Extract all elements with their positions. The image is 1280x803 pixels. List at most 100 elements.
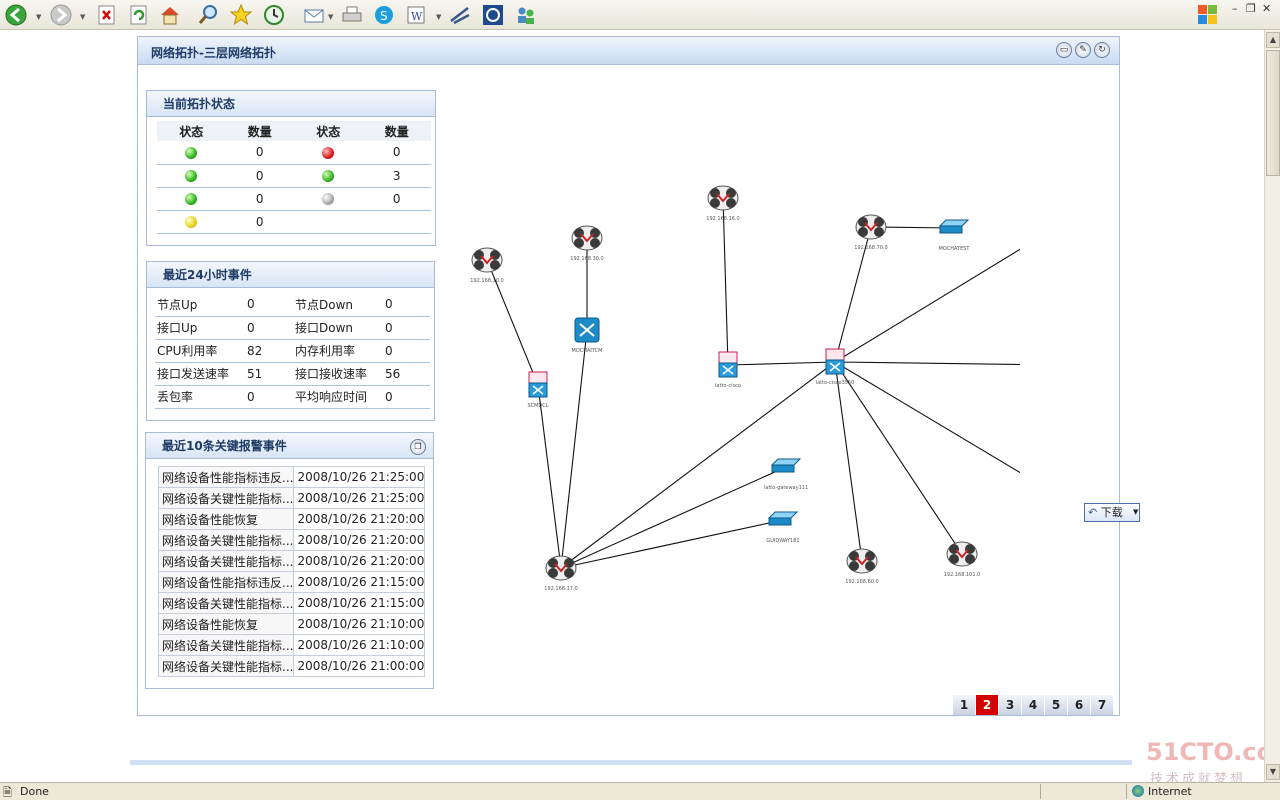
alarm-name[interactable]: 网络设备性能指标违反...	[157, 466, 295, 488]
topology-node-cloud[interactable]: 192.168.16.0	[706, 185, 740, 222]
forward-dropdown-icon[interactable]: ▼	[80, 13, 86, 21]
alarm-row[interactable]: 网络设备性能指标违反...2008/10/26 21:15:00	[157, 571, 426, 593]
status-cell	[157, 210, 226, 234]
page-icon: 🗎	[3, 786, 12, 799]
close-icon[interactable]: ✕	[1262, 2, 1272, 15]
maximize-icon[interactable]: ❐	[410, 439, 426, 455]
mail-dropdown-icon[interactable]: ▼	[328, 13, 334, 21]
edit-dropdown-icon[interactable]: ▼	[436, 13, 442, 21]
scrollbar-thumb[interactable]	[1266, 50, 1280, 176]
topology-node-l3switch[interactable]: SCMDCL	[527, 371, 549, 409]
page-6-button[interactable]: 6	[1067, 695, 1090, 715]
print-button[interactable]	[340, 3, 364, 27]
node-label: latto-cisco	[715, 383, 741, 389]
users-icon	[518, 7, 534, 24]
svg-text:W: W	[411, 10, 423, 23]
back-button[interactable]	[4, 3, 28, 27]
scroll-up-icon[interactable]: ▲	[1266, 32, 1280, 48]
topology-node-cloud[interactable]: 192.168.70.0	[854, 214, 888, 251]
count-cell: 0	[225, 164, 294, 188]
event-label: 节点Up	[155, 293, 245, 317]
topology-link	[722, 197, 729, 366]
users-button[interactable]	[514, 3, 538, 27]
count-cell: 0	[225, 141, 294, 165]
refresh-icon	[130, 5, 147, 25]
switch-icon	[938, 219, 970, 234]
stop-button[interactable]	[95, 3, 119, 27]
alarm-name[interactable]: 网络设备性能恢复	[157, 508, 295, 530]
skype-icon: S	[375, 6, 393, 24]
topology-node-switch[interactable]: GUIDWAY181	[766, 511, 800, 544]
event-value: 0	[245, 385, 293, 409]
topology-link	[560, 519, 784, 569]
topology-node-l3switch[interactable]: latto-cisco	[715, 351, 741, 389]
window-icon[interactable]: ▭	[1056, 42, 1072, 58]
status-text: Done	[20, 785, 49, 798]
status-gray-dot-icon	[322, 193, 335, 205]
topology-node-switch[interactable]: latto-gateway111	[764, 458, 808, 491]
topology-link	[834, 361, 863, 562]
research-button[interactable]	[481, 3, 505, 27]
research-icon	[483, 5, 503, 25]
topology-node-cloud[interactable]: 192.168.30.0	[570, 225, 604, 262]
node-label: 192.168.16.0	[706, 216, 739, 222]
back-dropdown-icon[interactable]: ▼	[36, 13, 42, 21]
status-header: 状态	[157, 121, 226, 141]
scroll-down-icon[interactable]: ▼	[1266, 764, 1280, 780]
edit-button[interactable]: W	[405, 3, 429, 27]
alarm-row[interactable]: 网络设备关键性能指标...2008/10/26 21:10:00	[157, 634, 426, 656]
search-icon	[198, 5, 217, 24]
search-button[interactable]	[196, 3, 220, 27]
status-red-dot-icon	[322, 146, 335, 159]
home-button[interactable]	[158, 3, 182, 27]
messenger-button[interactable]	[448, 3, 472, 27]
alarm-row[interactable]: 网络设备性能指标违反...2008/10/26 21:25:00	[157, 466, 426, 488]
page-5-button[interactable]: 5	[1044, 695, 1067, 715]
topology-node-cloud[interactable]: 192.168.60.0	[845, 548, 879, 585]
alarm-name[interactable]: 网络设备关键性能指标...	[157, 655, 295, 677]
minimize-icon[interactable]: –	[1232, 2, 1238, 15]
alarm-name[interactable]: 网络设备性能指标违反...	[157, 571, 295, 593]
topology-node-cloud[interactable]: 192.168.101.0	[944, 541, 981, 578]
alarm-name[interactable]: 网络设备关键性能指标...	[157, 529, 295, 551]
home-icon	[161, 7, 179, 25]
page-1-button[interactable]: 1	[952, 695, 975, 715]
topology-node-switch[interactable]: MOCHATEST	[938, 219, 971, 252]
forward-button[interactable]	[49, 3, 73, 27]
topology-node-l3switch[interactable]: latto-cisco3550	[816, 348, 855, 386]
settings-icon[interactable]: ✎	[1075, 42, 1091, 58]
alarm-name[interactable]: 网络设备关键性能指标...	[157, 634, 295, 656]
alarm-name[interactable]: 网络设备关键性能指标...	[157, 592, 295, 614]
history-button[interactable]	[262, 3, 286, 27]
topology-link	[560, 466, 787, 569]
refresh-button[interactable]	[127, 3, 151, 27]
page-3-button[interactable]: 3	[998, 695, 1021, 715]
alarm-name[interactable]: 网络设备关键性能指标...	[157, 487, 295, 509]
alarm-row[interactable]: 网络设备关键性能指标...2008/10/26 21:20:00	[157, 529, 426, 551]
refresh-icon[interactable]: ↻	[1094, 42, 1110, 58]
skype-button[interactable]: S	[372, 3, 396, 27]
count-cell: 0	[362, 141, 431, 165]
topology-node-cloud[interactable]: 192.168.10.0	[470, 247, 504, 284]
download-button[interactable]: ↶ 下载 ▼	[1084, 503, 1140, 522]
restore-icon[interactable]: ❐	[1246, 2, 1256, 15]
topology-node-cloud[interactable]: 192.168.17.0	[544, 555, 578, 592]
alarm-row[interactable]: 网络设备关键性能指标...2008/10/26 21:00:00	[157, 655, 426, 677]
favorites-button[interactable]	[229, 3, 253, 27]
vertical-scrollbar[interactable]: ▲ ▼	[1264, 30, 1280, 782]
mail-button[interactable]	[302, 3, 326, 27]
cloud-router-icon	[855, 214, 887, 240]
page-7-button[interactable]: 7	[1090, 695, 1113, 715]
alarm-name[interactable]: 网络设备关键性能指标...	[157, 550, 295, 572]
page-2-button[interactable]: 2	[975, 695, 998, 715]
panel-header: 网络拓扑-三层网络拓扑 ▭ ✎ ↻	[138, 37, 1119, 65]
status-cell	[294, 141, 363, 165]
topology-node-router[interactable]: MOCHAITCM	[572, 317, 603, 354]
node-label: 192.168.101.0	[944, 572, 981, 578]
page-4-button[interactable]: 4	[1021, 695, 1044, 715]
alarm-name[interactable]: 网络设备性能恢复	[157, 613, 295, 635]
